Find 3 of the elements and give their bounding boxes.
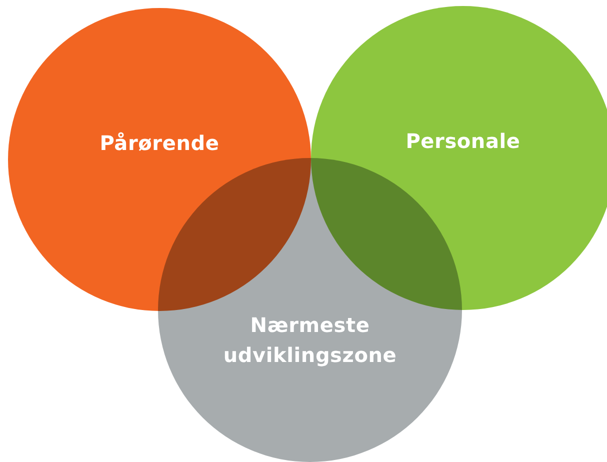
circle-label: Pårørende (100, 130, 220, 157)
circle-label: Personale (406, 128, 520, 155)
circle-label: Nærmeste udviklingszone (222, 312, 398, 369)
